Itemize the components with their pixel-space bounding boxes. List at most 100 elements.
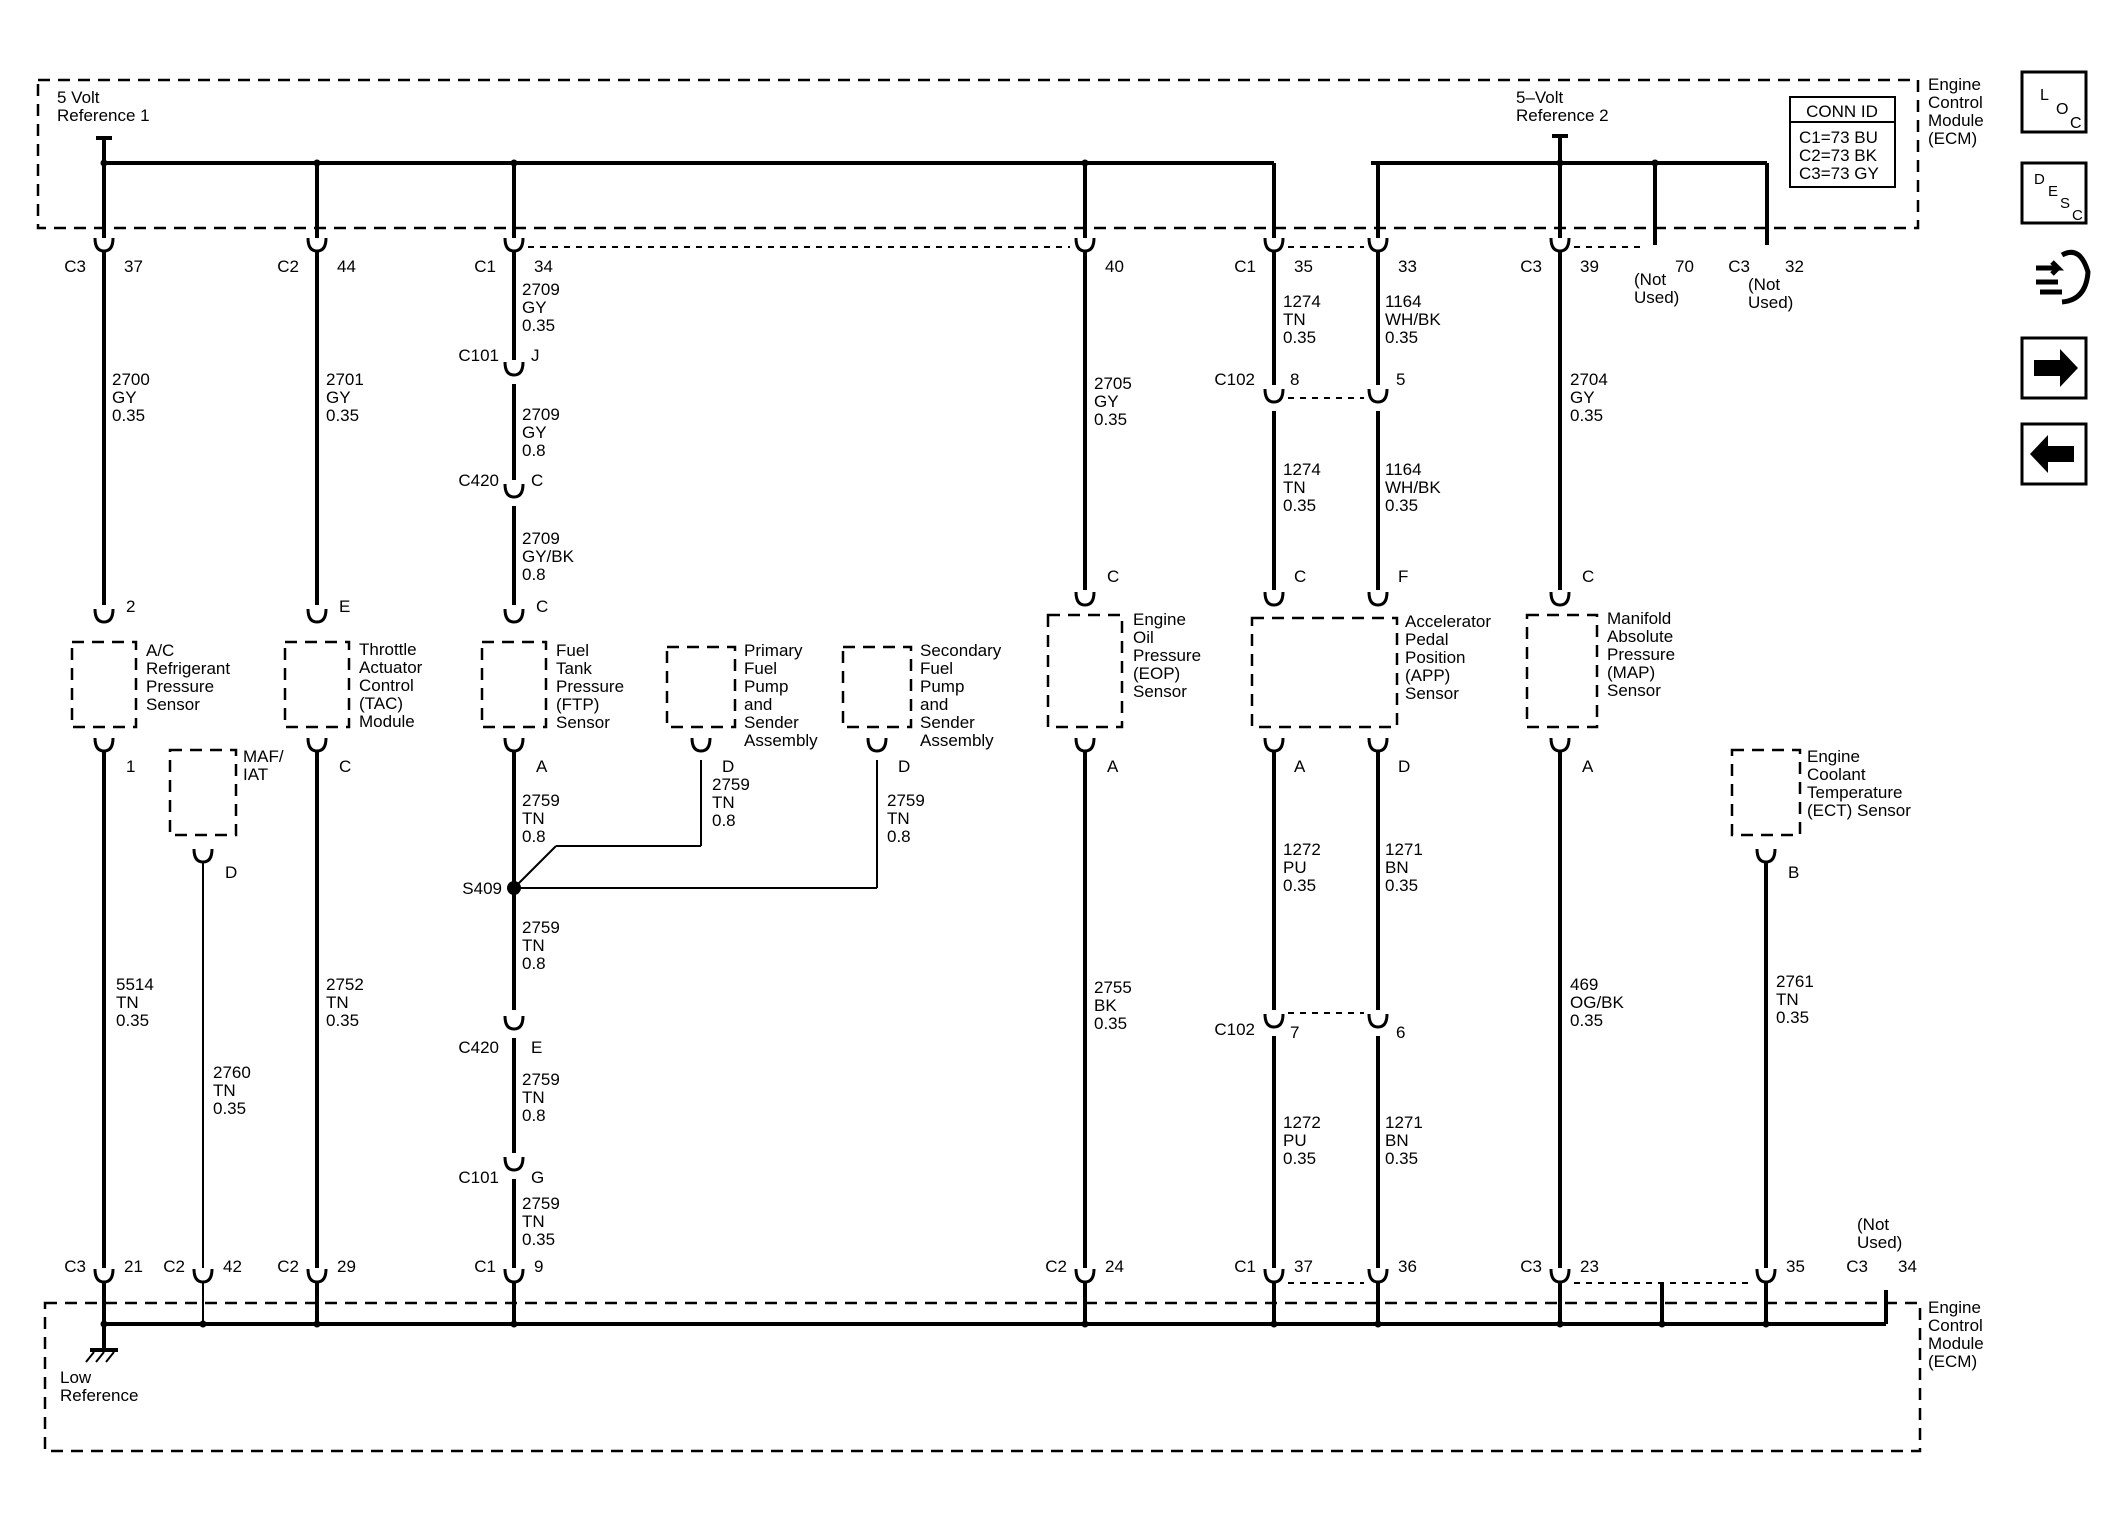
wire-2700-label-line: 0.35 <box>112 406 145 425</box>
wire-1272-label-line: PU <box>1283 858 1307 877</box>
ecm-top-label-line: Control <box>1928 93 1983 112</box>
back-arrow-shape <box>2030 435 2074 473</box>
wire-5514-label-line: 5514 <box>116 975 154 994</box>
wire-1164-label-line: 0.35 <box>1385 496 1418 515</box>
ac-pin-top: 2 <box>126 597 135 616</box>
wire-1271-label-line: 0.35 <box>1385 1149 1418 1168</box>
bottom-connector <box>306 1268 328 1284</box>
primary-pump-label-line: Assembly <box>744 731 818 750</box>
app-pin-bottom-b: D <box>1398 757 1410 776</box>
wire-2759-label-line: TN <box>522 936 545 955</box>
wire-2700-label-line: GY <box>112 388 137 407</box>
back-arrow-icon[interactable] <box>2020 422 2088 486</box>
eop-top-connector <box>1074 591 1096 607</box>
ac-sensor-label-line: Refrigerant <box>146 659 230 678</box>
bus-junction <box>313 159 321 167</box>
wire-1272-label-line: PU <box>1283 1131 1307 1150</box>
primary-pump-label-line: Pump <box>744 677 788 696</box>
wire-2760-label-line: 2760 <box>213 1063 251 1082</box>
top-connector <box>1074 237 1096 253</box>
not-used-label-line: Used) <box>1748 293 1793 312</box>
c102-pin: 6 <box>1396 1023 1405 1042</box>
wire-2759-label-line: 0.8 <box>887 827 911 846</box>
secondary-pump-label-line: and <box>920 695 948 714</box>
wire-2759-label-line: 2759 <box>522 791 560 810</box>
ref1-label-line: 5 Volt <box>57 88 100 107</box>
wire-469-label-line: 469 <box>1570 975 1598 994</box>
c102-label: C102 <box>1214 370 1255 389</box>
bottom-conn-id: C3 <box>1846 1257 1868 1276</box>
bus-junction <box>1270 1320 1278 1328</box>
ac-pin-bottom: 1 <box>126 757 135 776</box>
desc-letter: E <box>2048 183 2058 200</box>
top-conn-id: C3 <box>1728 257 1750 276</box>
bottom-pin-number: 9 <box>534 1257 543 1276</box>
ecm-top-box <box>36 78 1920 230</box>
wire-2704-label-line: 0.35 <box>1570 406 1603 425</box>
wire-1271-label-line: 0.35 <box>1385 876 1418 895</box>
top-pin-number: 37 <box>124 257 143 276</box>
bottom-connector <box>1074 1268 1096 1284</box>
app-sensor-label-line: (APP) <box>1405 666 1450 685</box>
conn-id-line: C2=73 BK <box>1799 146 1878 165</box>
c420-c-connector <box>503 483 525 499</box>
map-sensor-box <box>1525 613 1599 729</box>
c101-pin: G <box>531 1168 544 1187</box>
ecm-bottom-label-line: Module <box>1928 1334 1984 1353</box>
ect-sensor-label-line: Coolant <box>1807 765 1866 784</box>
app-sensor-label-line: Pedal <box>1405 630 1448 649</box>
bottom-conn-id: C3 <box>1520 1257 1542 1276</box>
wire-2760-label-line: TN <box>213 1081 236 1100</box>
secondary-pump-box <box>841 645 913 729</box>
wire-469-label-line: OG/BK <box>1570 993 1625 1012</box>
loc-button[interactable]: LOC <box>2020 70 2088 134</box>
top-conn-id: C1 <box>1234 257 1256 276</box>
c102-6-connector <box>1367 1013 1389 1029</box>
eop-pin-bottom: A <box>1107 757 1119 776</box>
tac-module-label-line: (TAC) <box>359 694 403 713</box>
wire-1271-label-line: 1271 <box>1385 840 1423 859</box>
top-pin-number: 44 <box>337 257 356 276</box>
ac-sensor-label-line: A/C <box>146 641 174 660</box>
app-pin-bottom-a: A <box>1294 757 1306 776</box>
tac-module-label-line: Throttle <box>359 640 417 659</box>
bottom-pin-number: 24 <box>1105 1257 1124 1276</box>
eop-sensor-label-line: Engine <box>1133 610 1186 629</box>
top-pin-number: 33 <box>1398 257 1417 276</box>
top-pin-number: 39 <box>1580 257 1599 276</box>
c101-label: C101 <box>458 346 499 365</box>
ect-sensor-label-line: (ECT) Sensor <box>1807 801 1911 820</box>
connector-view-icon[interactable] <box>2036 249 2091 305</box>
ecm-top-label-line: Module <box>1928 111 1984 130</box>
c420-e-connector <box>503 1015 525 1031</box>
map-sensor-label-line: Pressure <box>1607 645 1675 664</box>
ecm-top-label-line: (ECM) <box>1928 129 1977 148</box>
wire-1274-label-line: TN <box>1283 478 1306 497</box>
bottom-connector <box>1549 1268 1571 1284</box>
ect-sensor-box <box>1730 748 1802 837</box>
wire-2759-label-line: TN <box>522 809 545 828</box>
wire-1272-label-line: 0.35 <box>1283 1149 1316 1168</box>
ect-bottom-connector <box>1755 848 1777 864</box>
tac-top-connector <box>306 608 328 624</box>
tac-module-label-line: Module <box>359 712 415 731</box>
wire-2709-label-line: 0.8 <box>522 441 546 460</box>
wire-1271-label-line: BN <box>1385 858 1409 877</box>
wire-2709-label-line: 2709 <box>522 529 560 548</box>
bottom-conn-id: C1 <box>1234 1257 1256 1276</box>
top-pin-number: 40 <box>1105 257 1124 276</box>
bus-junction <box>1762 1320 1770 1328</box>
not-used-label-line: (Not <box>1857 1215 1889 1234</box>
forward-arrow-icon[interactable] <box>2020 336 2088 400</box>
bus-junction <box>1658 1320 1666 1328</box>
